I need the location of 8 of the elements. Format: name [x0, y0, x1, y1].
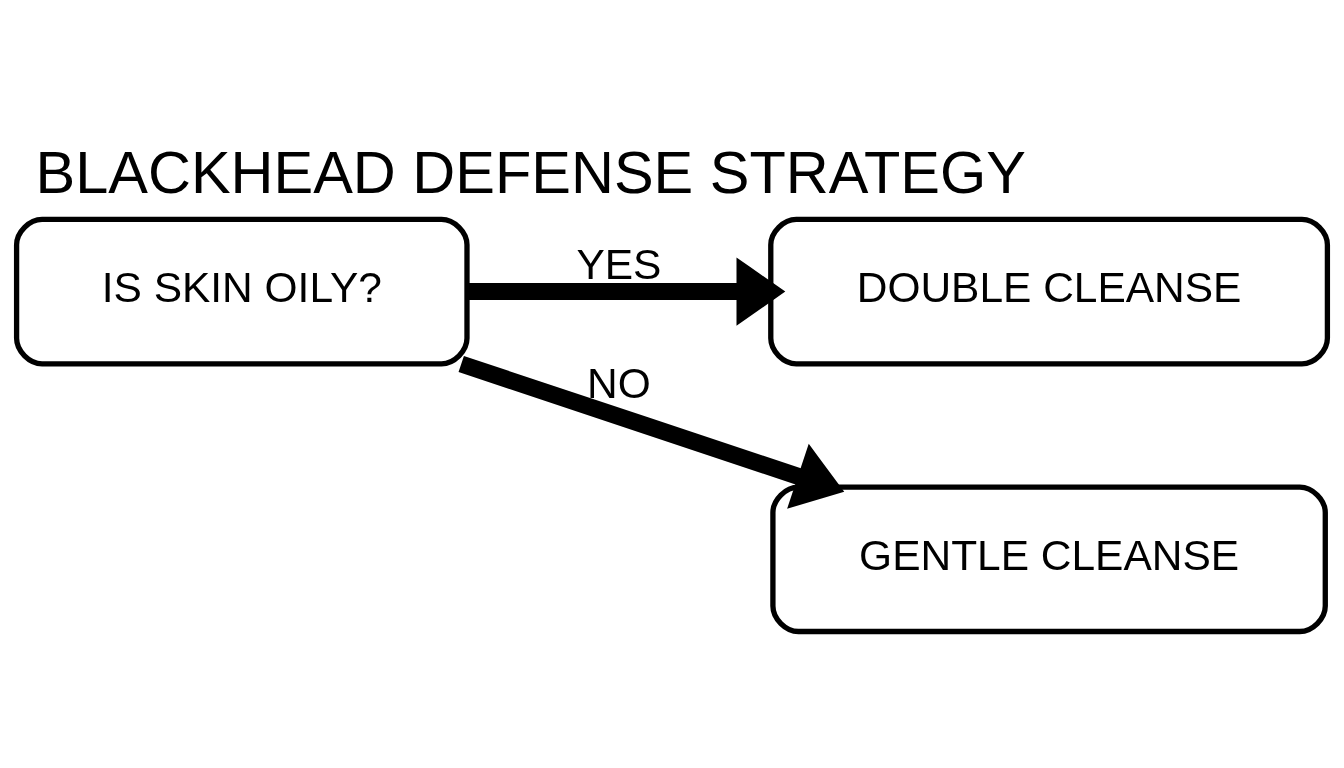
arrow	[458, 355, 845, 509]
edge-label: NO	[587, 359, 651, 407]
diagram-title: BLACKHEAD DEFENSE STRATEGY	[35, 138, 1026, 206]
node-box: IS SKIN OILY?	[13, 216, 470, 367]
edge-label: YES	[576, 240, 662, 288]
node-box: GENTLE CLEANSE	[770, 484, 1328, 635]
arrow	[467, 257, 786, 326]
node-box: DOUBLE CLEANSE	[768, 216, 1331, 367]
